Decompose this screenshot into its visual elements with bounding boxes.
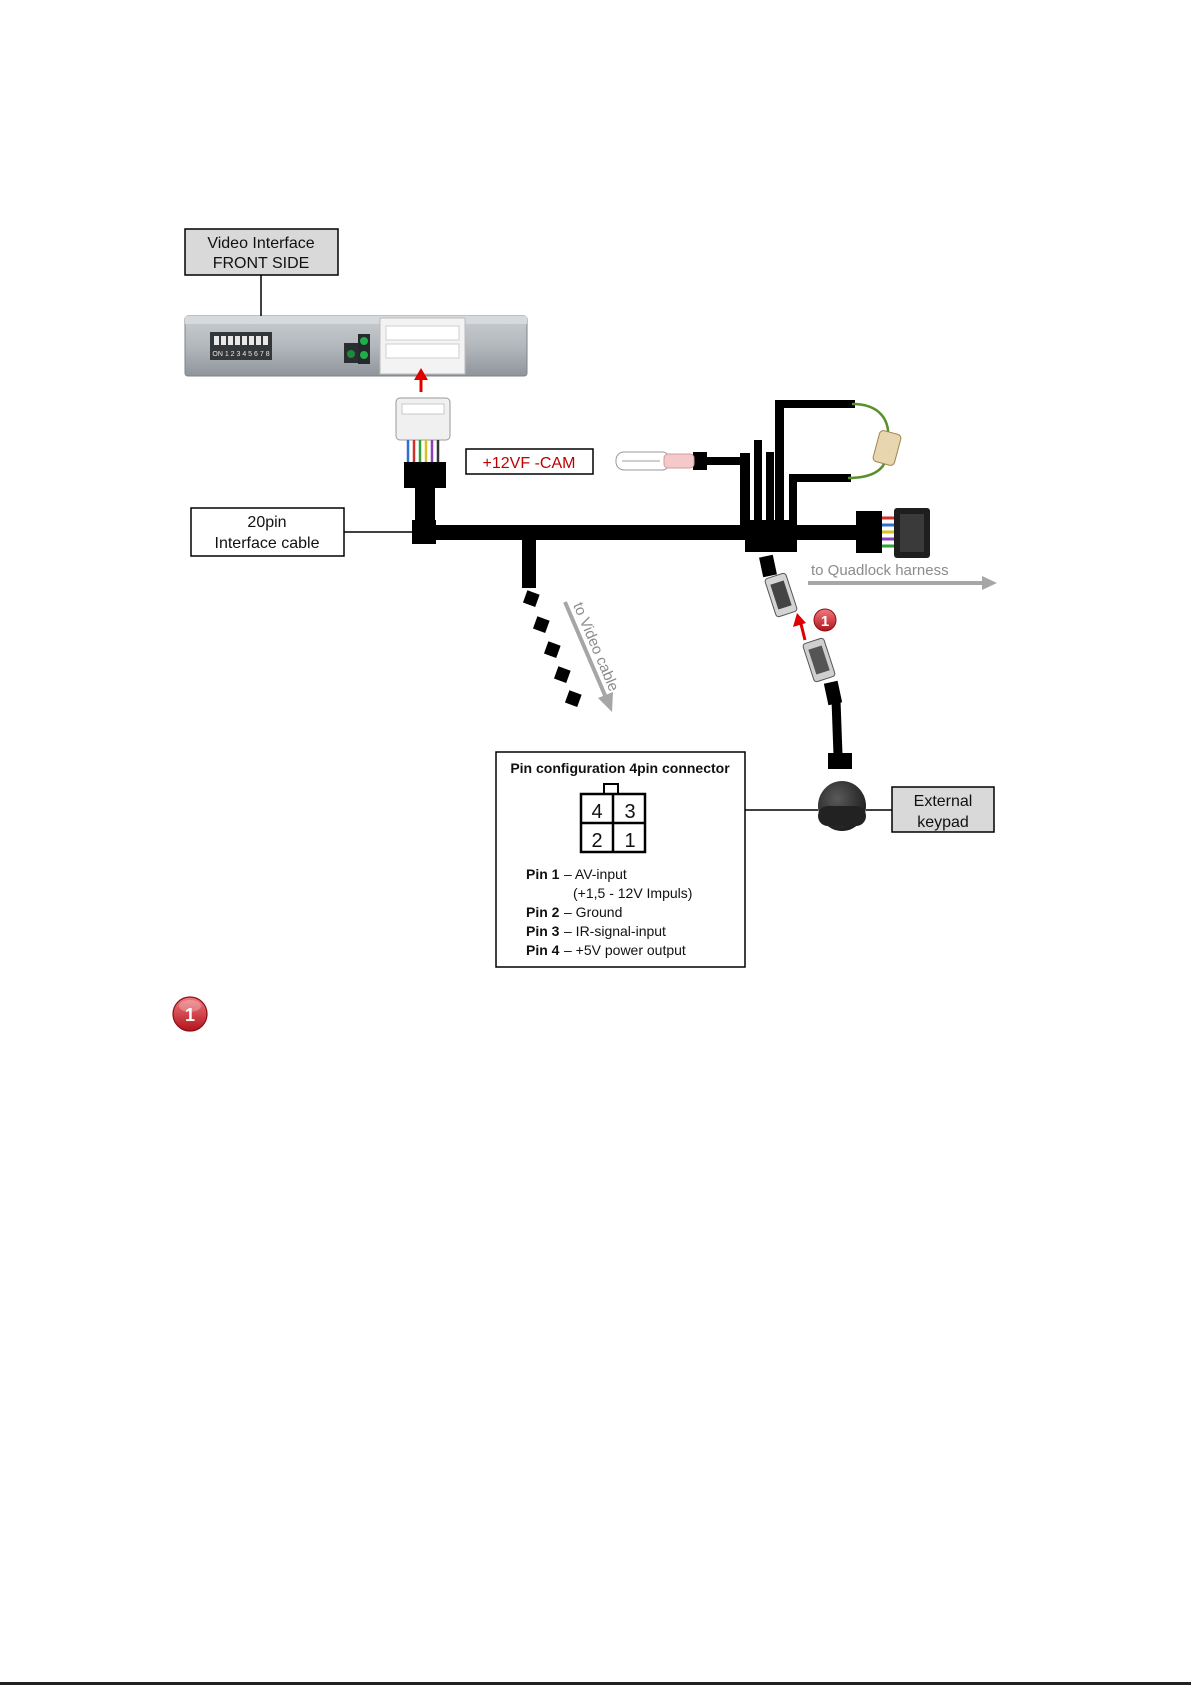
- quadlock-direction: to Quadlock harness: [808, 562, 997, 590]
- pin-4-label: Pin 4: [526, 942, 560, 958]
- cam-power-label-text: +12VF -CAM: [483, 455, 576, 472]
- video-interface-label-line2: FRONT SIDE: [213, 255, 310, 272]
- video-interface-label-line1: Video Interface: [207, 235, 314, 252]
- keypad-connector-socket: [759, 555, 798, 618]
- video-interface-label: Video Interface FRONT SIDE: [185, 229, 338, 316]
- interface-cable-label-line2: Interface cable: [215, 535, 320, 552]
- pin-4-desc: – +5V power output: [564, 942, 686, 958]
- pin-cell-2: 2: [591, 830, 602, 852]
- pin-1-extra: (+1,5 - 12V Impuls): [573, 885, 692, 901]
- video-cable-branch: to Video cable: [523, 590, 622, 712]
- cam-power-pin: [616, 452, 694, 470]
- interface-cable-plug: [396, 398, 450, 528]
- pin-cell-3: 3: [624, 801, 635, 823]
- inline-fuse: [848, 404, 902, 478]
- step-badge-diagram-number: 1: [821, 613, 829, 630]
- pin-3-desc: – IR-signal-input: [564, 923, 666, 939]
- dip-switch-label: ON 1 2 3 4 5 6 7 8: [212, 351, 269, 358]
- pin-2-label: Pin 2: [526, 904, 560, 920]
- pin-box-title: Pin configuration 4pin connector: [510, 760, 730, 776]
- external-keypad-label: External keypad: [866, 787, 994, 832]
- main-harness: [412, 400, 857, 588]
- interface-cable-label: 20pin Interface cable: [191, 508, 412, 556]
- external-keypad-device: [818, 753, 866, 831]
- pin-configuration-box: Pin configuration 4pin connector 4 3 2 1…: [496, 752, 818, 967]
- pin-cell-4: 4: [591, 801, 602, 823]
- pin-3-label: Pin 3: [526, 923, 560, 939]
- interface-cable-label-line1: 20pin: [247, 514, 286, 531]
- quadlock-connector: [856, 508, 930, 558]
- video-cable-direction-label: to Video cable: [569, 600, 622, 694]
- module-20pin-socket: [380, 318, 465, 374]
- pin-1-desc: – AV-input: [564, 866, 627, 882]
- plug-in-arrow-keypad: [793, 613, 806, 640]
- dip-switch: ON 1 2 3 4 5 6 7 8: [210, 332, 272, 360]
- pin-1-label: Pin 1: [526, 866, 560, 882]
- quadlock-direction-label: to Quadlock harness: [811, 562, 949, 579]
- step-badge-legend: 1: [173, 997, 207, 1031]
- cam-power-label: +12VF -CAM: [466, 449, 593, 474]
- step-badge-legend-number: 1: [185, 1005, 195, 1025]
- external-keypad-label-line1: External: [914, 793, 973, 810]
- pin-2-desc: – Ground: [564, 904, 622, 920]
- keypad-connector-plug: [802, 638, 842, 755]
- video-interface-module: ON 1 2 3 4 5 6 7 8: [185, 316, 527, 376]
- step-badge-diagram: 1: [814, 609, 836, 631]
- pin-connector-drawing: 4 3 2 1: [581, 784, 645, 852]
- external-keypad-label-line2: keypad: [917, 814, 969, 831]
- pin-cell-1: 1: [624, 830, 635, 852]
